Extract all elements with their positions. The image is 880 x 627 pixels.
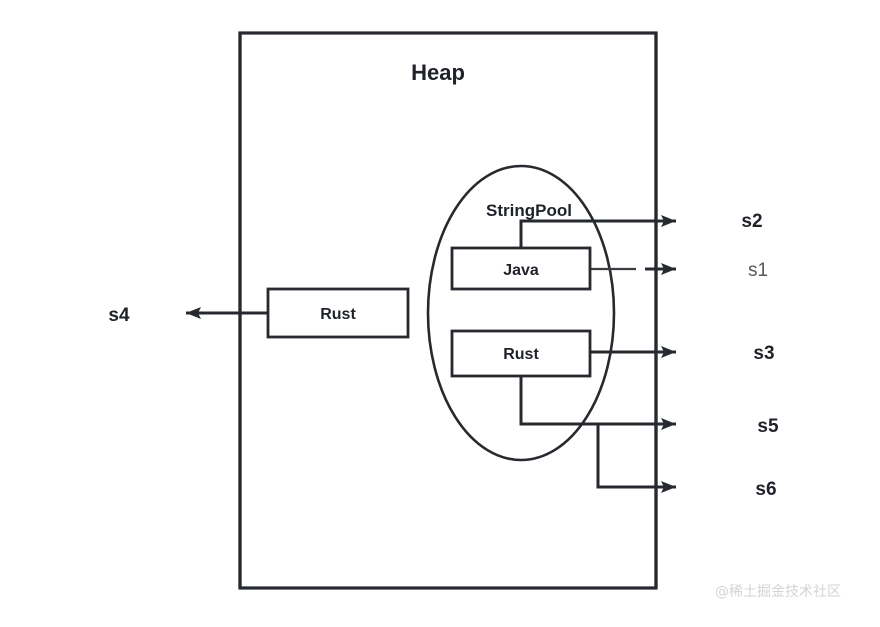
string-pool-border xyxy=(426,164,616,462)
reference-label-s4: s4 xyxy=(108,305,130,326)
connector-s5 xyxy=(519,376,676,430)
pool-object-java[interactable] xyxy=(450,246,592,291)
pool-object-rust[interactable] xyxy=(450,329,592,378)
connector-s2 xyxy=(519,219,655,248)
heap-object-rust[interactable] xyxy=(266,287,410,339)
string-pool-label: StringPool xyxy=(486,201,572,220)
reference-label-s2: s2 xyxy=(741,211,762,232)
reference-label-s3: s3 xyxy=(753,343,774,364)
watermark: @稀土掘金技术社区 xyxy=(715,584,841,600)
reference-label-s1: s1 xyxy=(748,260,768,281)
heap-object-rust-label: Rust xyxy=(320,306,356,323)
connector-s6 xyxy=(596,424,676,493)
heap-label: Heap xyxy=(411,60,465,85)
pool-object-java-label: Java xyxy=(503,262,539,279)
pool-object-rust-label: Rust xyxy=(503,346,539,363)
reference-label-s6: s6 xyxy=(755,479,776,500)
reference-label-s5: s5 xyxy=(757,416,779,437)
